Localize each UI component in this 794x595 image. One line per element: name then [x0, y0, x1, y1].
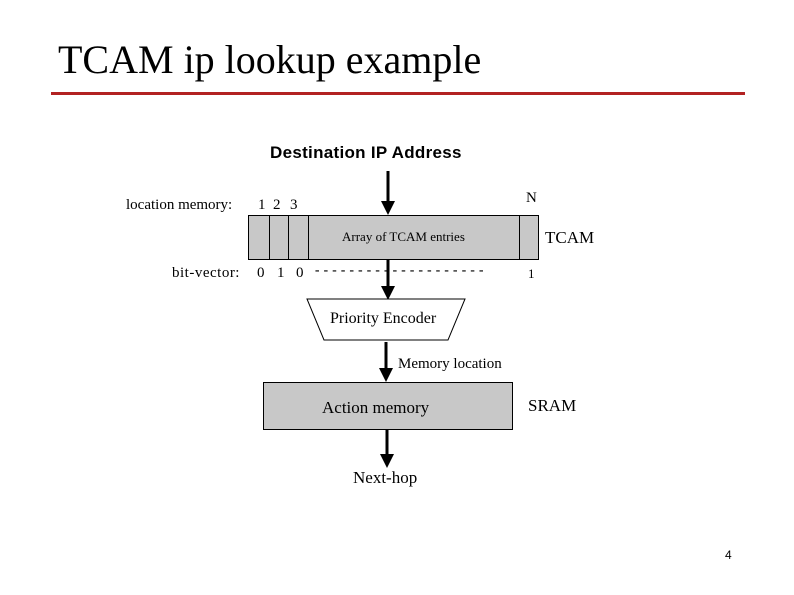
priority-encoder-label: Priority Encoder	[330, 310, 437, 327]
location-index-2: 2	[273, 197, 281, 213]
bit-value-last: 1	[528, 266, 535, 281]
bit-vector-label: bit-vector:	[172, 265, 240, 281]
memory-location-label: Memory location	[398, 356, 502, 372]
bit-value-1: 0	[257, 265, 265, 281]
sram-label: SRAM	[528, 396, 577, 415]
location-index-n: N	[526, 190, 537, 206]
bit-vector-dashes: --------------------	[313, 263, 486, 279]
bit-value-2: 1	[277, 265, 285, 281]
priority-encoder-shape	[306, 298, 466, 341]
location-index-3: 3	[290, 197, 298, 213]
tcam-side-label: TCAM	[545, 228, 595, 247]
location-memory-label: location memory:	[126, 197, 233, 213]
arrow-tcam-to-encoder-head	[381, 286, 395, 300]
arrow-dest-to-tcam-head	[381, 201, 395, 215]
bit-value-3: 0	[296, 265, 304, 281]
slide-title: TCAM ip lookup example	[58, 37, 482, 82]
next-hop-label: Next-hop	[353, 468, 418, 487]
location-index-1: 1	[258, 197, 266, 213]
arrow-memory-to-nexthop-head	[380, 454, 394, 468]
arrow-encoder-to-memory-head	[379, 368, 393, 382]
tcam-entry-cell	[289, 216, 309, 259]
title-underline	[51, 92, 745, 95]
tcam-array-label: Array of TCAM entries	[342, 229, 465, 244]
action-memory-label: Action memory	[322, 398, 430, 417]
action-memory-box	[263, 382, 513, 430]
destination-ip-label: Destination IP Address	[270, 143, 462, 162]
tcam-array-box	[248, 215, 539, 260]
tcam-entry-cell	[270, 216, 289, 259]
page-number: 4	[725, 548, 732, 562]
tcam-entry-cell	[249, 216, 270, 259]
tcam-entry-cell-last	[519, 216, 520, 259]
